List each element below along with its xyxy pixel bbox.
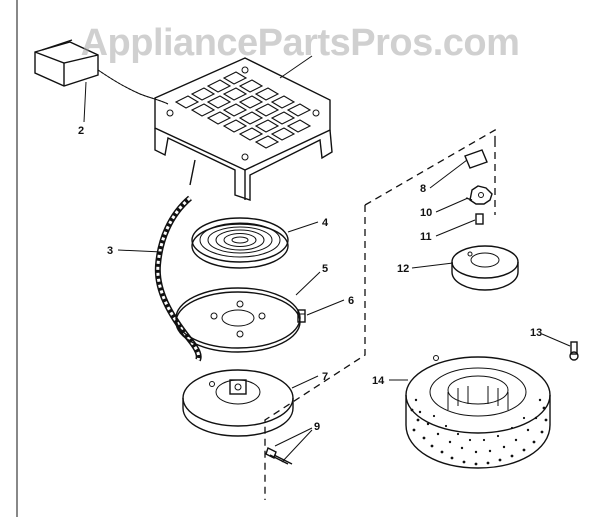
- callout-11: 11: [420, 231, 432, 243]
- housing-cover: [154, 57, 333, 201]
- part-6-screw: [297, 309, 306, 323]
- callout-6: 6: [348, 295, 354, 307]
- part-8-pad: [464, 149, 488, 169]
- assembly-outline-left: [264, 205, 366, 500]
- grille-pattern: [174, 71, 312, 149]
- callout-2: 2: [78, 125, 84, 137]
- part-3-rope: [154, 195, 202, 362]
- part-14-flywheel: [405, 355, 551, 469]
- part-11-screw: [475, 213, 484, 225]
- callout-8: 8: [420, 183, 426, 195]
- callout-7: 7: [322, 371, 328, 383]
- callout-4: 4: [322, 217, 329, 229]
- part-12-retainer: [451, 245, 519, 291]
- part-5-plate: [175, 287, 301, 353]
- callout-13: 13: [530, 327, 542, 339]
- part-9-bolts: [265, 447, 293, 465]
- callout-3: 3: [107, 245, 113, 257]
- callout-10: 10: [420, 207, 432, 219]
- part-7-pulley: [182, 369, 294, 437]
- part-4-recoil-spring: [191, 217, 289, 269]
- assembly-outline-top: [364, 128, 496, 206]
- part-13-screw: [569, 341, 579, 361]
- callout-12: 12: [397, 263, 409, 275]
- callout-14: 14: [372, 375, 385, 387]
- part-2-handle: [34, 39, 169, 105]
- leader-lines: [83, 55, 571, 463]
- callout-5: 5: [322, 263, 328, 275]
- callout-9: 9: [314, 421, 320, 433]
- flywheel-knurl-texture: [410, 398, 548, 466]
- part-10-pawl: [465, 185, 493, 205]
